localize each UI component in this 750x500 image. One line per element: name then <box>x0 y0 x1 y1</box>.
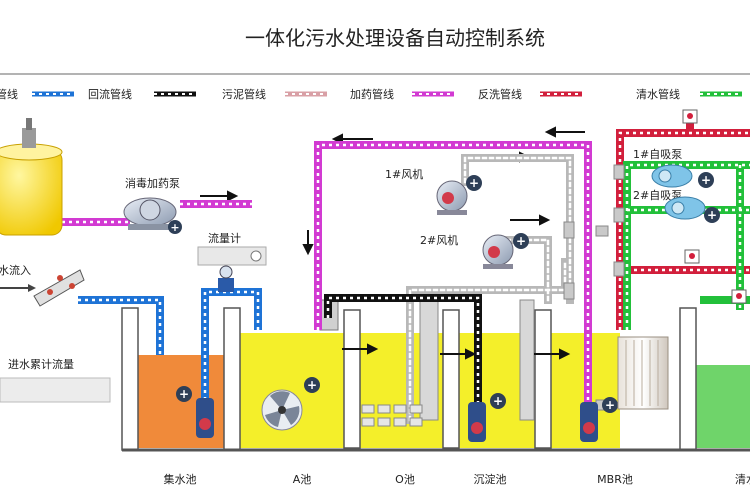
chemical-tank <box>0 118 63 236</box>
dosing-pump-icon[interactable]: + <box>123 197 182 234</box>
tank-wall <box>343 309 361 449</box>
tank-wall <box>223 307 241 451</box>
page-title: 一体化污水处理设备自动控制系统 <box>245 26 545 50</box>
tank-label: A池 <box>293 473 312 486</box>
suction-pump2-icon[interactable]: + <box>664 196 720 223</box>
svg-text:+: + <box>707 208 717 222</box>
tank-label: O池 <box>395 473 415 486</box>
legend-item-inflow: 管线 <box>0 87 74 101</box>
svg-text:+: + <box>701 173 711 187</box>
blower2-label: 2#风机 <box>420 233 458 247</box>
flow-arrows <box>200 126 585 360</box>
tank-wall <box>121 307 139 451</box>
bar-screen-icon <box>33 269 85 307</box>
blower1-icon[interactable]: + <box>436 175 482 215</box>
legend: 管线 回流管线 污泥管线 加药管线 反洗管线 清水管线 <box>0 87 742 101</box>
svg-text:+: + <box>170 221 179 234</box>
legend-item-dosing: 加药管线 <box>350 87 454 101</box>
svg-text:+: + <box>605 398 615 412</box>
diffuser-grid <box>361 404 423 427</box>
sensor-icons <box>682 109 747 304</box>
svg-text:+: + <box>516 234 526 248</box>
collection-tank-pump-icon: + <box>176 386 214 438</box>
settling-tank-pump-icon: + <box>468 393 506 442</box>
legend-label: 清水管线 <box>636 87 680 101</box>
svg-text:+: + <box>469 176 479 190</box>
flowmeter-display <box>197 246 267 266</box>
cumulative-flow-display <box>0 377 111 403</box>
mbr-tank-pump-icon: + <box>580 397 618 442</box>
suction-pump1-icon[interactable]: + <box>651 164 714 188</box>
mixer-fan-icon[interactable]: + <box>261 377 320 431</box>
legend-item-backwash: 反洗管线 <box>478 87 582 101</box>
svg-text:+: + <box>179 387 189 401</box>
suction-pump1-label: 1#自吸泵 <box>633 148 682 161</box>
mbr-membrane-module <box>617 336 669 410</box>
suction-pump2-label: 2#自吸泵 <box>633 189 682 202</box>
tank-label: MBR池 <box>597 473 633 486</box>
tank-wall <box>534 309 552 449</box>
svg-text:+: + <box>493 394 503 408</box>
flowmeter-label: 流量计 <box>208 231 241 245</box>
legend-label: 污泥管线 <box>222 87 266 101</box>
cumulative-flow-label: 进水累计流量 <box>8 357 74 371</box>
submersible-pump-icons[interactable]: + + + <box>176 386 618 442</box>
tank-label: 集水池 <box>164 472 197 486</box>
clear-tank-water <box>695 365 750 448</box>
dosing-pump-label: 消毒加药泵 <box>125 176 180 190</box>
blower1-label: 1#风机 <box>385 167 423 181</box>
tank-label: 清水 <box>735 473 750 486</box>
dosing-pipes <box>62 141 592 420</box>
legend-item-clean: 清水管线 <box>636 87 742 101</box>
blower2-icon[interactable]: + <box>482 233 529 269</box>
tank-wall <box>679 307 697 451</box>
tank-wall <box>442 309 460 449</box>
legend-label: 管线 <box>0 87 18 101</box>
flowmeter-icon[interactable] <box>218 265 234 292</box>
tank-label: 沉淀池 <box>474 472 507 486</box>
legend-label: 反洗管线 <box>478 87 522 101</box>
tank-labels: 集水池 A池 O池 沉淀池 MBR池 清水 <box>164 472 750 486</box>
legend-label: 回流管线 <box>88 87 132 101</box>
return-pipes <box>324 294 482 410</box>
legend-item-sludge: 污泥管线 <box>222 87 327 101</box>
legend-label: 加药管线 <box>350 87 394 101</box>
inflow-label: 水流入 <box>0 263 31 277</box>
tank-structure <box>121 299 750 452</box>
svg-text:+: + <box>307 378 317 392</box>
legend-item-return: 回流管线 <box>88 87 196 101</box>
